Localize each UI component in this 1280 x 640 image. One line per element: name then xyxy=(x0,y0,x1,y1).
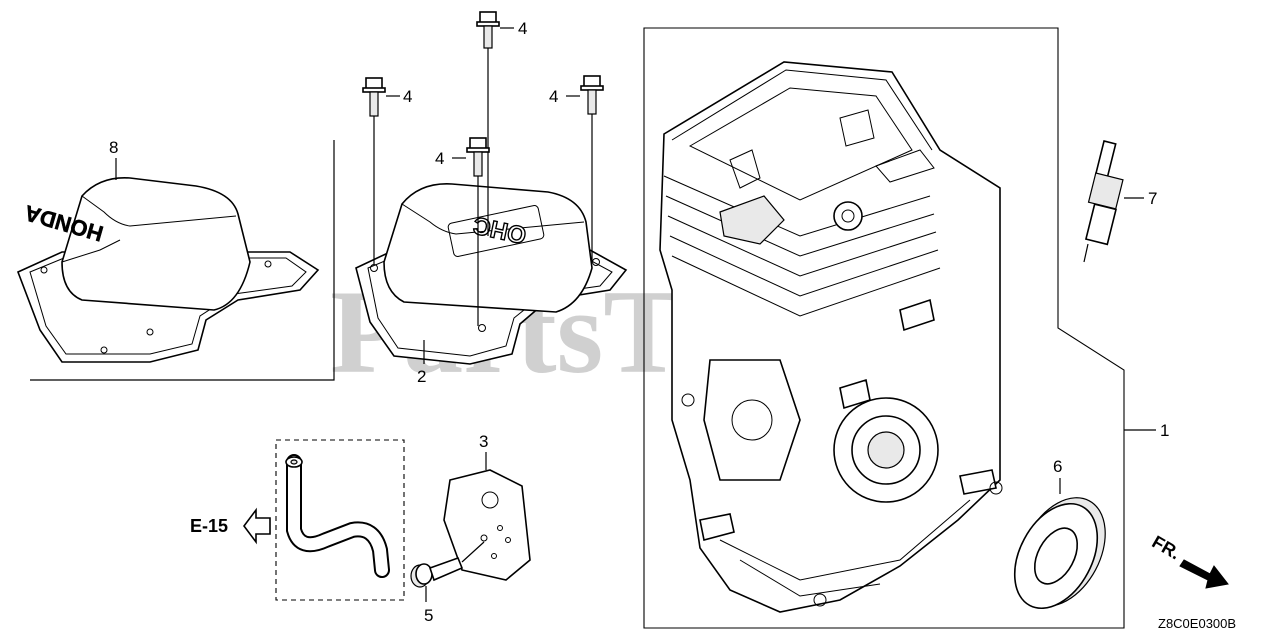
callout-4-left: 4 xyxy=(403,87,412,106)
callout-3: 3 xyxy=(479,432,488,451)
callout-1: 1 xyxy=(1160,421,1169,440)
reference-e15[interactable]: E-15 xyxy=(190,507,271,545)
screw[interactable] xyxy=(410,541,485,588)
callout-5: 5 xyxy=(424,606,433,625)
cover-plate-frame xyxy=(30,140,335,381)
callout-8: 8 xyxy=(109,138,118,157)
reference-label: E-15 xyxy=(190,516,228,536)
diagram-code: Z8C0E0300B xyxy=(1158,616,1236,631)
spark-plug[interactable] xyxy=(1083,140,1124,263)
cover-plate-assembly[interactable]: HONDA xyxy=(16,177,320,363)
head-cover-assembly[interactable]: OHC xyxy=(355,183,628,365)
bolt-left[interactable] xyxy=(362,77,386,264)
callout-7: 7 xyxy=(1148,189,1157,208)
breather-tube-frame xyxy=(275,439,405,601)
callout-6: 6 xyxy=(1053,457,1062,476)
bolt-top[interactable] xyxy=(476,11,500,236)
direction-label: FR. xyxy=(1149,532,1184,564)
bolt-right[interactable] xyxy=(580,75,604,262)
breather-tube[interactable] xyxy=(285,454,390,578)
front-direction-indicator: FR. xyxy=(1149,532,1229,589)
crankcase-frame xyxy=(643,27,1125,629)
breather-plate[interactable] xyxy=(443,469,531,581)
callout-4-top: 4 xyxy=(518,19,527,38)
bolt-middle[interactable] xyxy=(466,137,490,326)
crankcase-assembly[interactable] xyxy=(659,61,1003,613)
callout-4-middle: 4 xyxy=(435,149,444,168)
callout-4-right: 4 xyxy=(549,87,558,106)
callout-2: 2 xyxy=(417,367,426,386)
oil-seal[interactable] xyxy=(998,483,1123,622)
